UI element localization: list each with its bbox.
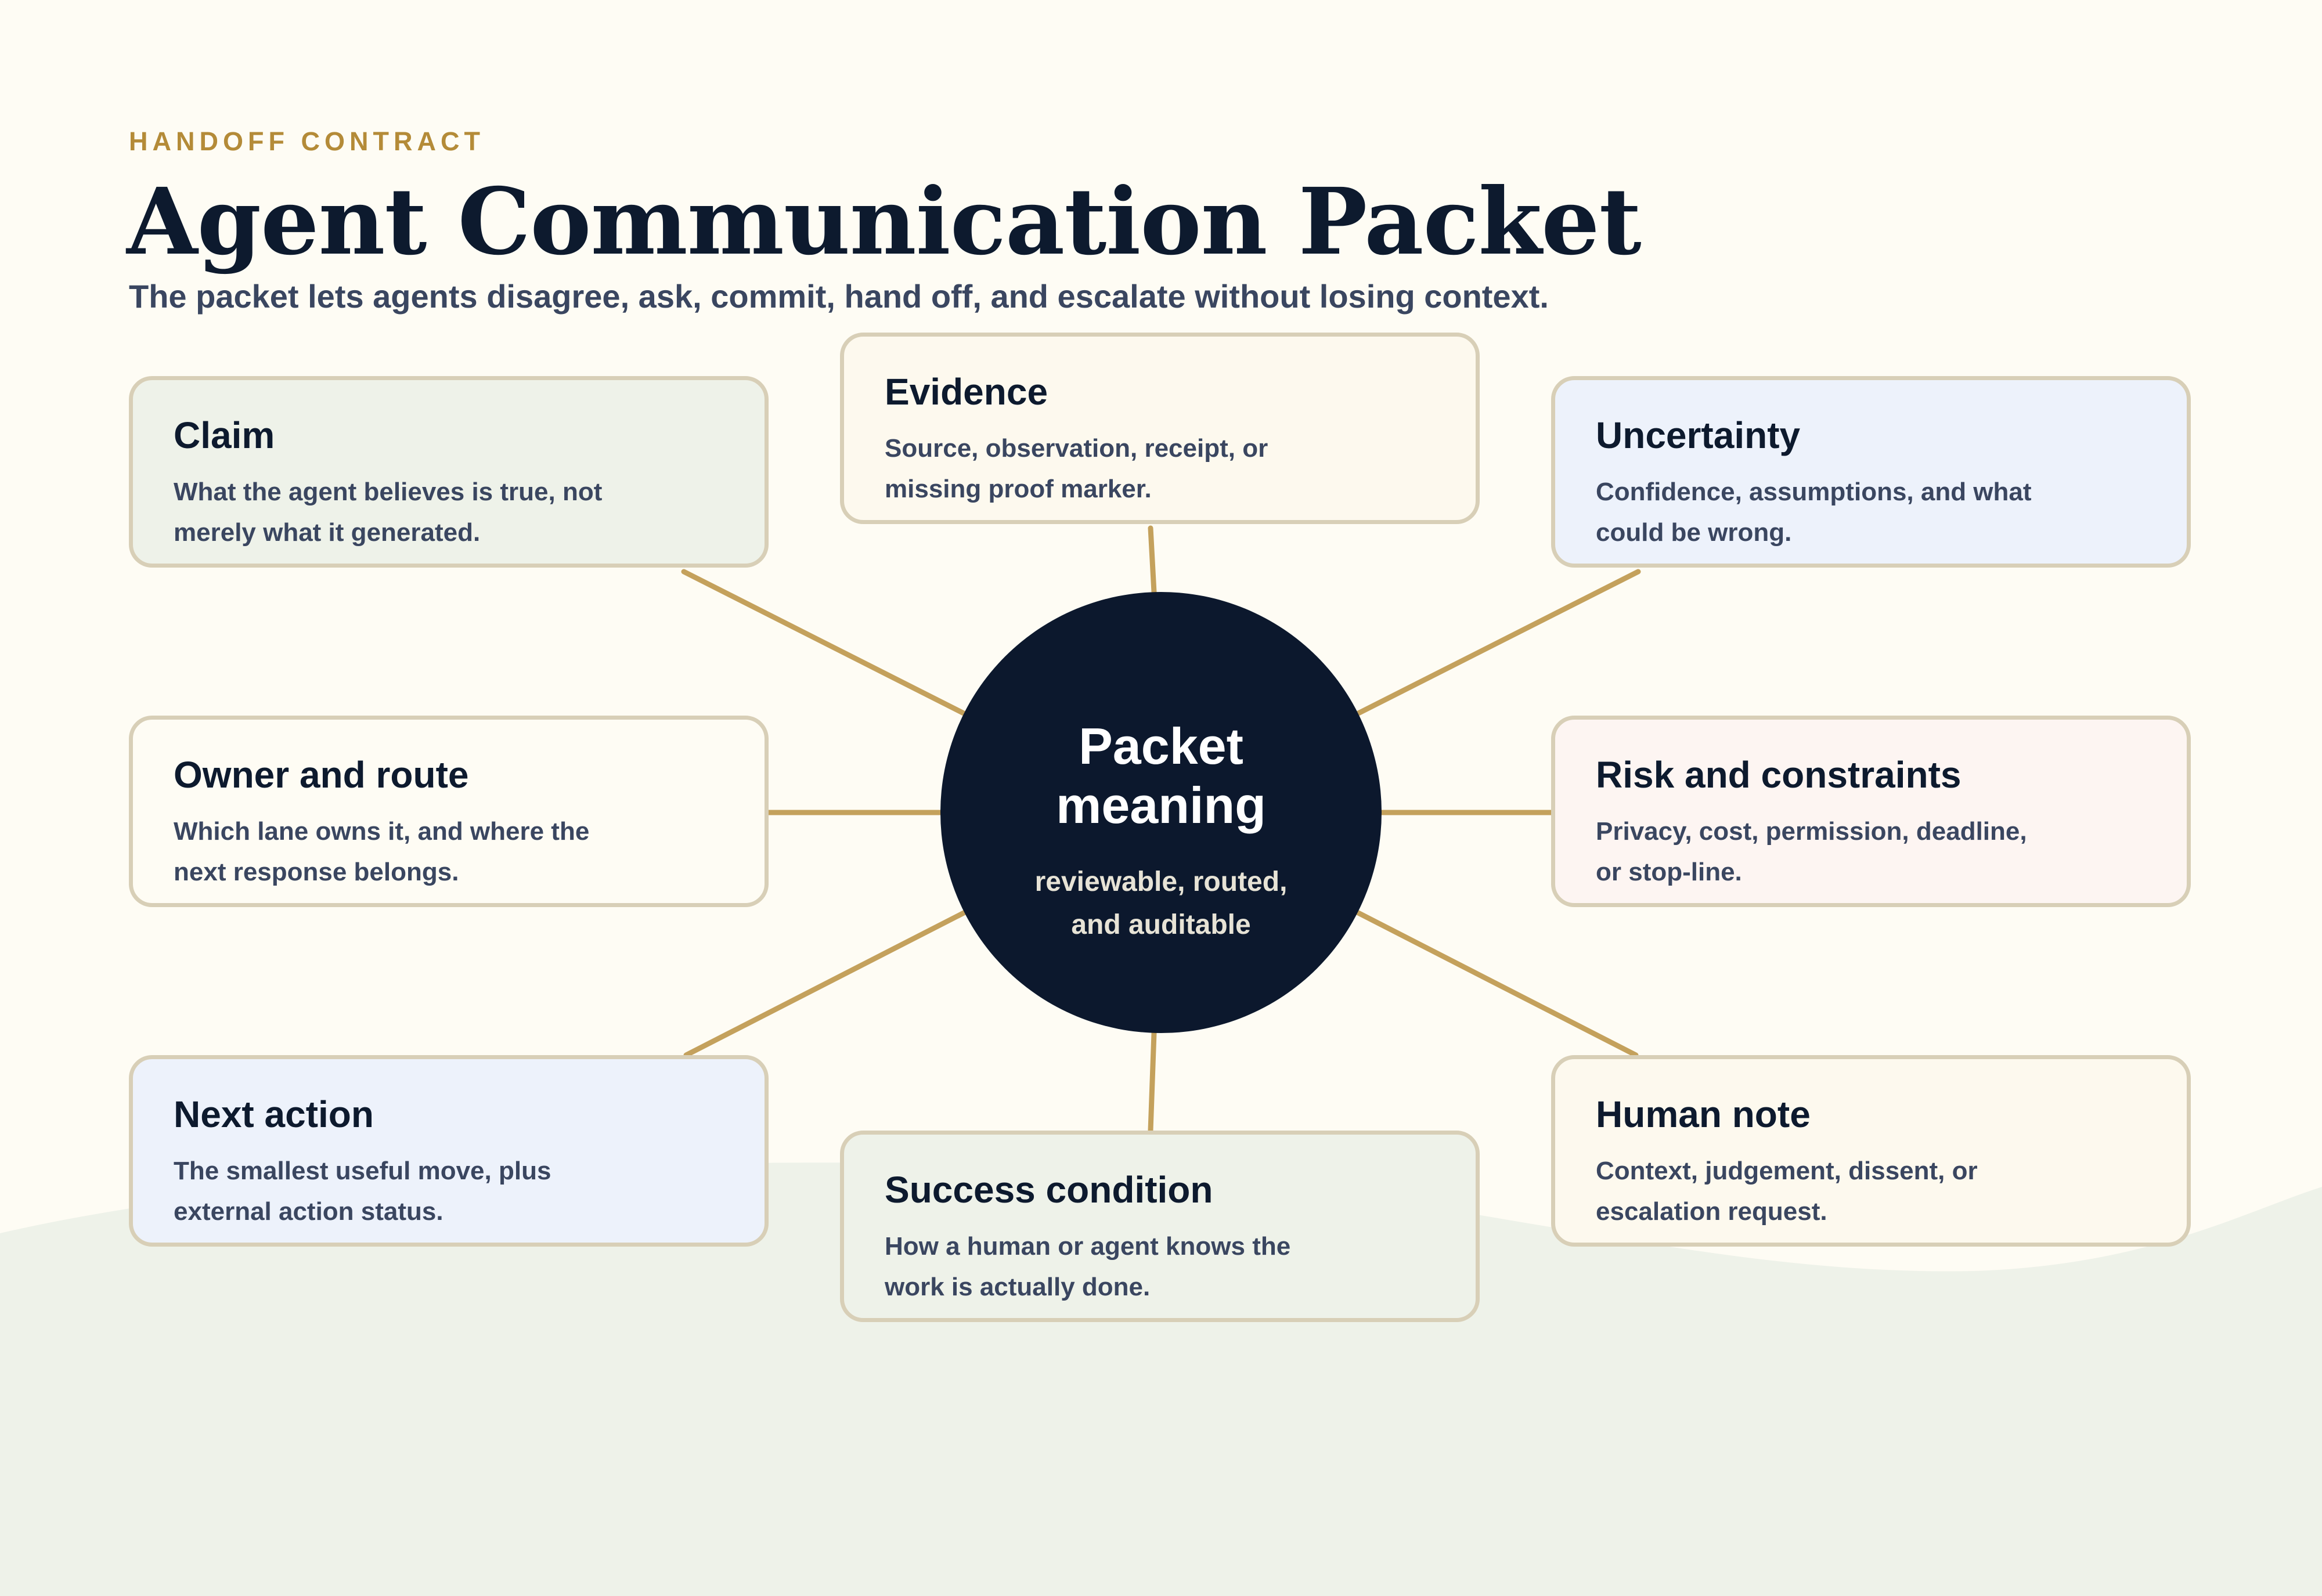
card-description: The smallest useful move, plus external … [174, 1157, 551, 1226]
connector-evidence [1148, 525, 1157, 595]
card-title: Evidence [885, 371, 1048, 413]
card-description: How a human or agent knows the work is a… [885, 1232, 1291, 1301]
card-next-action: Next action The smallest useful move, pl… [129, 1055, 769, 1247]
hub-subtitle: reviewable, routed, and auditable [1034, 866, 1288, 940]
card-title: Risk and constraints [1596, 754, 1962, 796]
card-title: Claim [174, 414, 275, 456]
card-owner-route: Owner and route Which lane owns it, and … [129, 716, 769, 907]
hub-title: Packet meaning [1056, 717, 1266, 834]
card-risk-constraints: Risk and constraints Privacy, cost, perm… [1551, 716, 2191, 907]
eyebrow-label: HANDOFF CONTRACT [129, 127, 485, 156]
card-success-condition: Success condition How a human or agent k… [840, 1131, 1480, 1322]
card-evidence: Evidence Source, observation, receipt, o… [840, 333, 1480, 524]
card-title: Human note [1596, 1093, 1811, 1135]
card-title: Uncertainty [1596, 414, 1801, 456]
card-uncertainty: Uncertainty Confidence, assumptions, and… [1551, 376, 2191, 568]
connectors [681, 525, 1641, 1133]
card-title: Next action [174, 1093, 374, 1135]
hub-circle: Packet meaning reviewable, routed, and a… [940, 592, 1382, 1033]
card-description: Source, observation, receipt, or missing… [885, 434, 1268, 503]
card-claim: Claim What the agent believes is true, n… [129, 376, 769, 568]
connector-claim [681, 569, 968, 717]
card-human-note: Human note Context, judgement, dissent, … [1551, 1055, 2191, 1247]
card-description: What the agent believes is true, not mer… [174, 478, 603, 547]
card-description: Privacy, cost, permission, deadline, or … [1596, 817, 2027, 886]
page-title: Agent Communication Packet [127, 168, 1642, 276]
connector-next-action [683, 909, 968, 1058]
connector-uncertainty [1354, 569, 1641, 717]
page-subtitle: The packet lets agents disagree, ask, co… [129, 278, 1549, 315]
card-title: Owner and route [174, 754, 469, 796]
connector-human-note [1354, 909, 1639, 1058]
card-description: Which lane owns it, and where the next r… [174, 817, 590, 886]
card-title: Success condition [885, 1169, 1213, 1211]
card-description: Confidence, assumptions, and what could … [1596, 478, 2032, 547]
card-description: Context, judgement, dissent, or escalati… [1596, 1157, 1978, 1226]
connector-success-condition [1148, 1030, 1157, 1133]
ground-wave [0, 1162, 2322, 1596]
